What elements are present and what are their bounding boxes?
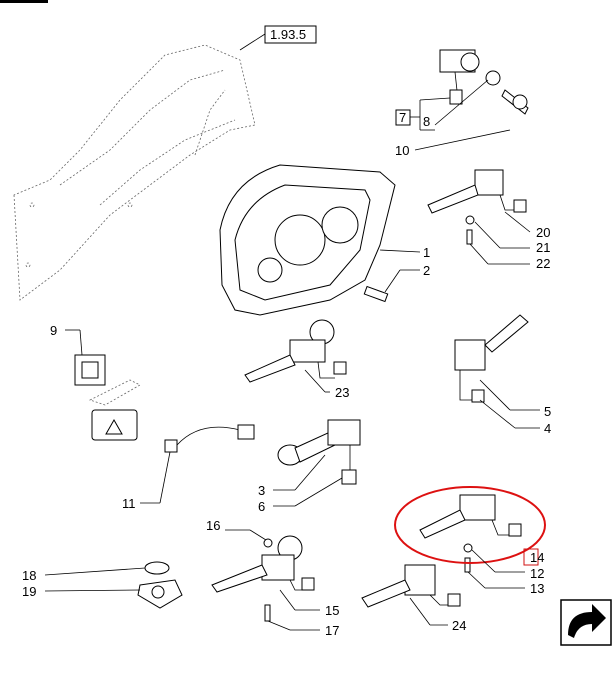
callout-box-14 (523, 548, 539, 566)
callout-6: 6 (258, 499, 265, 514)
lever-switch-24 (361, 564, 461, 608)
callout-22: 22 (536, 256, 550, 271)
lever-switch-15 (211, 535, 315, 622)
callout-17: 17 (325, 623, 339, 638)
cable-harness-11 (164, 424, 255, 453)
callout-20: 20 (536, 225, 550, 240)
stalk-switch-3 (277, 419, 361, 485)
callout-9: 9 (50, 323, 57, 338)
callout-16: 16 (206, 518, 220, 533)
curved-arrow-icon[interactable] (560, 599, 612, 646)
callout-10: 10 (395, 143, 409, 158)
callout-13: 13 (530, 581, 544, 596)
callout-3: 3 (258, 483, 265, 498)
callout-4: 4 (544, 421, 551, 436)
callout-19: 19 (22, 584, 36, 599)
corner-mark (0, 0, 48, 3)
mount-bracket-19 (137, 561, 183, 609)
lever-switch-20 (427, 169, 527, 245)
callout-23: 23 (335, 385, 349, 400)
callout-12: 12 (530, 566, 544, 581)
callout-21: 21 (536, 240, 550, 255)
callout-7: 7 (399, 110, 406, 125)
callout-15: 15 (325, 603, 339, 618)
rocker-switch-9 (74, 354, 106, 386)
highlight-ellipse (394, 486, 546, 564)
instrument-cluster (219, 164, 396, 316)
lever-switch-14 (419, 494, 522, 573)
reference-box-1-93-5 (264, 25, 317, 44)
callout-1: 1 (423, 245, 430, 260)
dashboard-housing-outline (13, 44, 256, 301)
callout-24: 24 (452, 618, 466, 633)
stalk-switch-5 (454, 314, 529, 403)
callout-18: 18 (22, 568, 36, 583)
screw-2 (363, 285, 389, 303)
ref-label-1-93-5: 1.93.5 (270, 27, 306, 42)
callout-8: 8 (423, 114, 430, 129)
ignition-switch (439, 49, 529, 115)
hazard-button-panel (91, 409, 138, 441)
callout-5: 5 (544, 404, 551, 419)
callout-box-7 (395, 109, 411, 126)
hazard-triangle-icon (105, 418, 123, 435)
lever-switch-23 (244, 319, 347, 383)
callout-11: 11 (122, 496, 136, 511)
callout-14: 14 (530, 550, 544, 565)
callout-2: 2 (423, 263, 430, 278)
